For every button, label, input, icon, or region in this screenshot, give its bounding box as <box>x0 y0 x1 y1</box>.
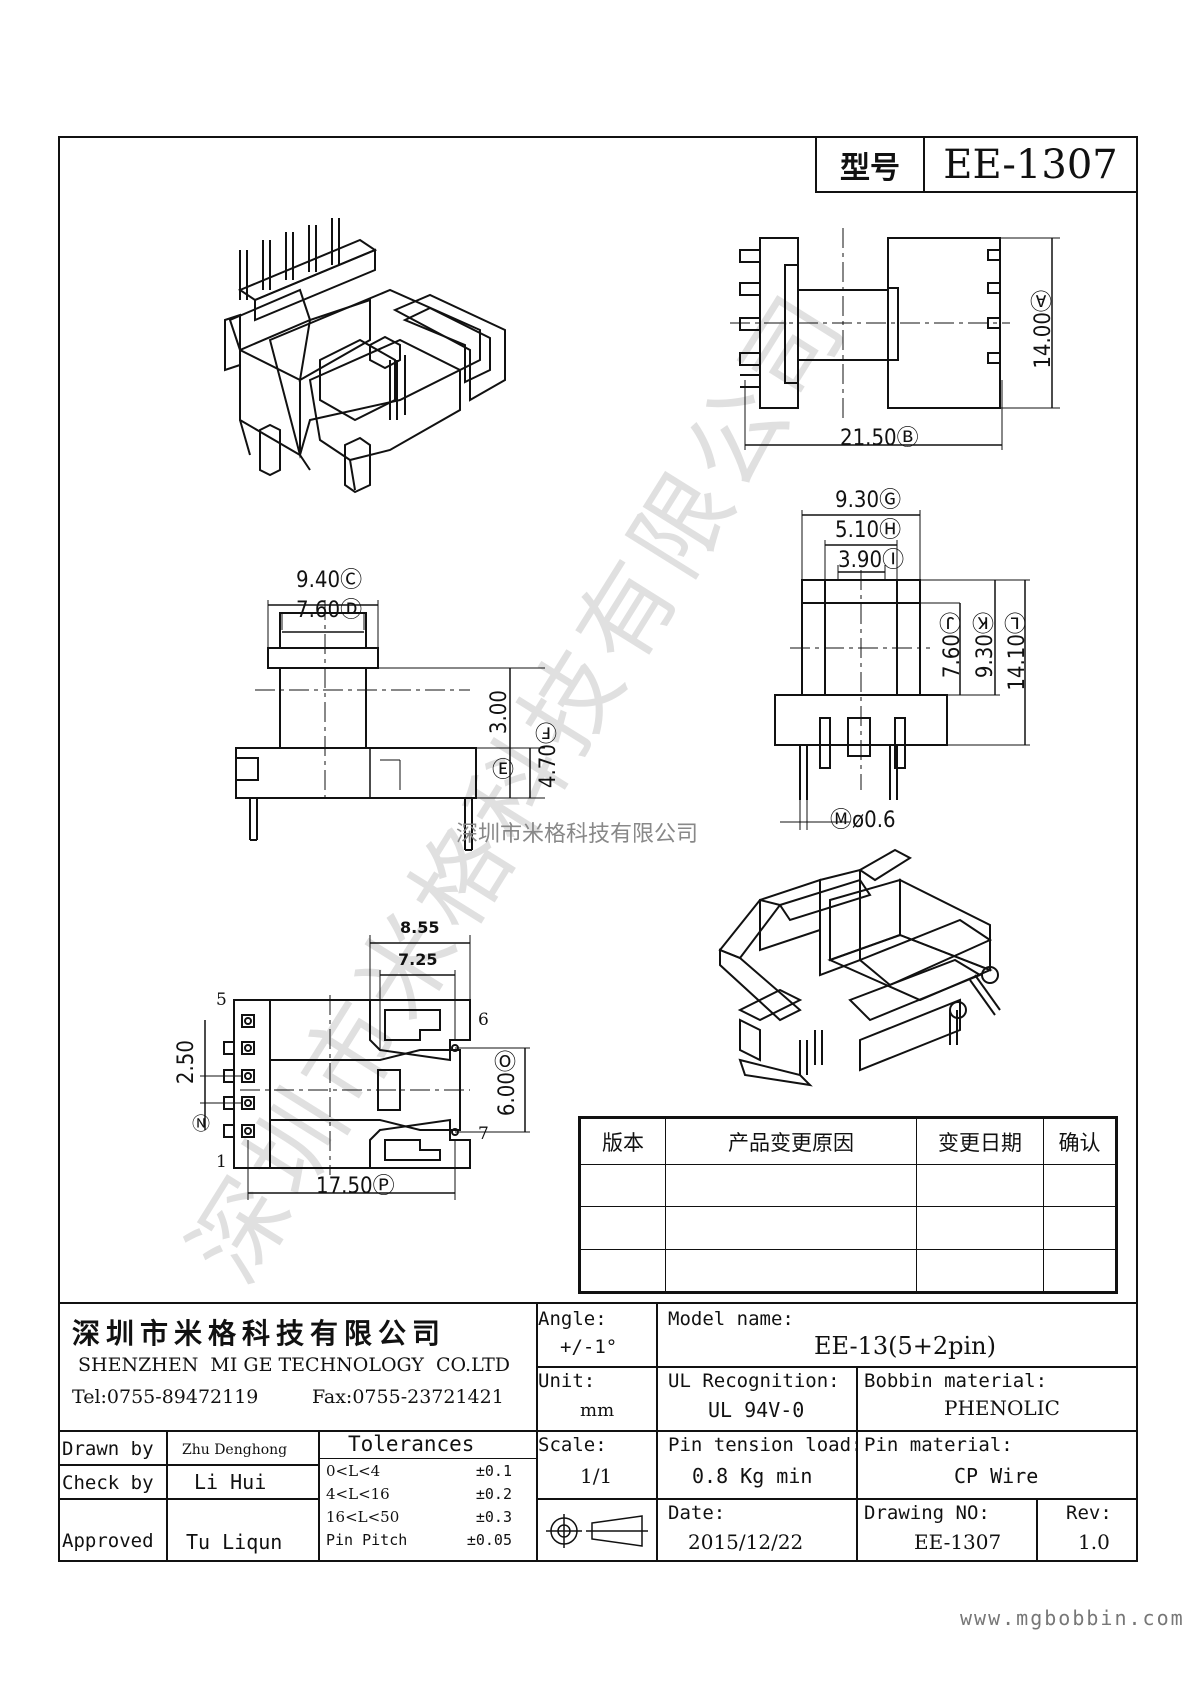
dim-i: 3.90Ⓘ <box>838 548 905 573</box>
dim-f: 4.70Ⓕ <box>536 722 561 789</box>
tolerance-row: 0<L<4±0.1 4<L<16±0.2 16<L<50±0.3 Pin Pit… <box>326 1462 512 1549</box>
bottom-plan-view <box>200 935 530 1200</box>
dim-l: 14.10Ⓛ <box>1005 612 1030 691</box>
drawn-by-label: Drawn by <box>62 1438 154 1460</box>
dim-n-tag: Ⓝ <box>192 1114 210 1135</box>
rev-header-version: 版本 <box>580 1118 666 1165</box>
check-by-value: Li Hui <box>194 1470 267 1494</box>
date-label: Date: <box>668 1502 726 1524</box>
projection-symbol-icon <box>546 1514 648 1548</box>
angle-label: Angle: <box>538 1308 607 1330</box>
unit-value: mm <box>580 1400 615 1421</box>
pin-material-value: CP Wire <box>954 1464 1039 1488</box>
bobbin-material-value: PHENOLIC <box>944 1396 1060 1420</box>
model-name-label: Model name: <box>668 1308 794 1330</box>
approved-value: Tu Liqun <box>186 1530 283 1554</box>
approved-label: Approved <box>62 1530 154 1552</box>
model-label: 型号 <box>817 138 925 191</box>
dim-j: 7.60Ⓙ <box>940 612 965 679</box>
dim-h: 5.10Ⓗ <box>835 518 902 543</box>
revision-table: 版本 产品变更原因 变更日期 确认 <box>578 1116 1118 1294</box>
drawing-no-value: EE-1307 <box>914 1530 1002 1554</box>
tolerances-title: Tolerances <box>348 1432 475 1456</box>
rev-value: 1.0 <box>1078 1530 1110 1554</box>
pin-7-label: 7 <box>478 1124 489 1144</box>
front-view-right <box>774 510 1030 830</box>
title-block: 深圳市米格科技有限公司 SHENZHEN MI GE TECHNOLOGY CO… <box>58 1302 1138 1562</box>
drawing-frame <box>58 136 1138 1562</box>
rev-header-date: 变更日期 <box>916 1118 1044 1165</box>
ul-value: UL 94V-0 <box>708 1398 805 1422</box>
footer-url: www.mgbobbin.com <box>960 1606 1185 1630</box>
iso-view-top <box>224 218 506 494</box>
pin-1-label: 1 <box>216 1152 227 1172</box>
pin-tension-label: Pin tension load: <box>668 1434 863 1456</box>
iso-view-bottom <box>718 848 1001 1087</box>
dim-c: 9.40Ⓒ <box>296 568 363 593</box>
bobbin-material-label: Bobbin material: <box>864 1370 1048 1392</box>
dim-top2: 7.25 <box>398 950 438 969</box>
angle-value: +/-1° <box>560 1336 618 1358</box>
pin-material-label: Pin material: <box>864 1434 1013 1456</box>
dim-p: 17.50Ⓟ <box>316 1174 395 1199</box>
top-right-view <box>730 228 1060 450</box>
dim-o: 6.00Ⓞ <box>495 1050 520 1117</box>
rev-header-reason: 产品变更原因 <box>665 1118 917 1165</box>
side-view-left <box>235 600 545 851</box>
dim-d: 7.60Ⓓ <box>296 598 363 623</box>
scale-value: 1/1 <box>580 1464 613 1488</box>
pin-tension-value: 0.8 Kg min <box>692 1464 813 1488</box>
pin-6-label: 6 <box>478 1010 489 1030</box>
model-header-box: 型号 EE-1307 <box>815 136 1138 193</box>
rev-header-confirm: 确认 <box>1043 1118 1116 1165</box>
dim-b: 21.50Ⓑ <box>840 426 919 451</box>
center-watermark: 深圳市米格科技有限公司 <box>456 822 699 847</box>
model-value: EE-1307 <box>943 141 1118 188</box>
ul-label: UL Recognition: <box>668 1370 840 1392</box>
company-name-cn: 深圳市米格科技有限公司 <box>72 1317 447 1350</box>
drawn-by-value: Zhu Denghong <box>182 1442 288 1458</box>
pin-5-label: 5 <box>216 990 227 1010</box>
drawing-no-label: Drawing NO: <box>864 1502 990 1524</box>
dim-a: 14.00Ⓐ <box>1031 290 1056 369</box>
dim-e-tag: Ⓔ <box>492 758 515 783</box>
company-name-en: SHENZHEN MI GE TECHNOLOGY CO.LTD <box>78 1354 511 1376</box>
model-name-value: EE-13(5+2pin) <box>814 1332 997 1360</box>
company-tel: Tel:0755-89472119 <box>72 1386 259 1408</box>
unit-label: Unit: <box>538 1370 596 1392</box>
company-fax: Fax:0755-23721421 <box>312 1386 504 1408</box>
date-value: 2015/12/22 <box>688 1530 804 1554</box>
dim-top1: 8.55 <box>400 918 440 937</box>
dim-k: 9.30Ⓚ <box>973 612 998 679</box>
dim-g: 9.30Ⓖ <box>835 488 902 513</box>
dim-m: Ⓜø0.6 <box>830 808 896 833</box>
dim-e: 3.00 <box>487 690 512 735</box>
dim-n: 2.50 <box>174 1040 199 1085</box>
rev-label: Rev: <box>1066 1502 1112 1524</box>
check-by-label: Check by <box>62 1472 154 1494</box>
scale-label: Scale: <box>538 1434 607 1456</box>
